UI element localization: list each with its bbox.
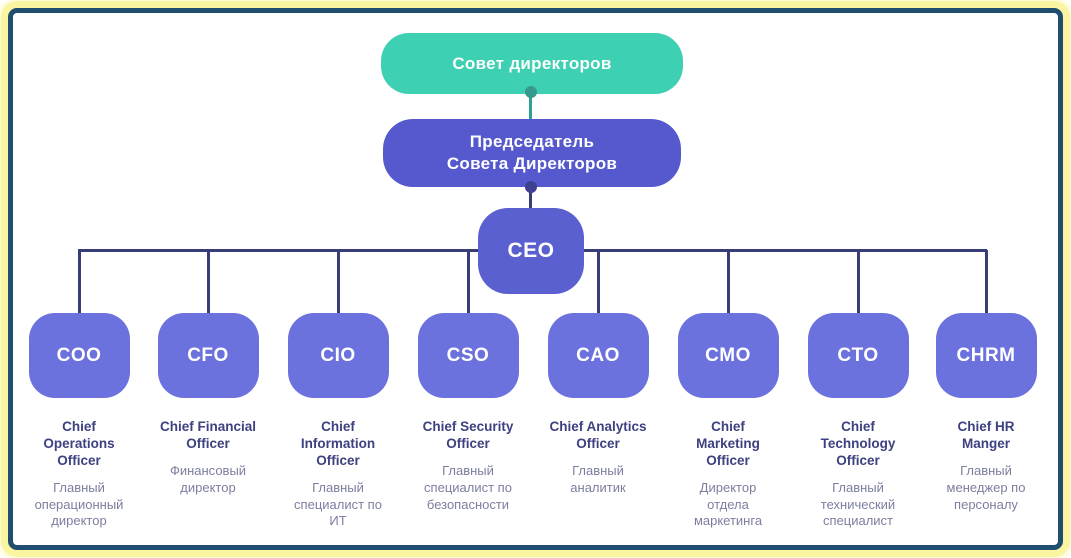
- node-chrm: CHRM Chief HR Manger Главный менеджер по…: [924, 313, 1048, 513]
- connector-drop-cso: [467, 250, 470, 314]
- node-chairman: Председатель Совета Директоров: [383, 119, 681, 187]
- cio-subtitle: Главный специалист по ИТ: [294, 479, 382, 529]
- connector-board-chair: [529, 92, 532, 120]
- cao-subtitle: Главный аналитик: [570, 462, 626, 495]
- cfo-box: CFO: [157, 313, 259, 398]
- coo-box: COO: [28, 313, 130, 398]
- cto-box: CTO: [807, 313, 909, 398]
- cao-title: Chief Analytics Officer: [549, 419, 647, 451]
- connector-chair-ceo: [529, 186, 532, 209]
- cso-title: Chief Security Officer: [422, 419, 514, 451]
- connector-drop-cfo: [207, 250, 210, 314]
- connector-dot-chair: [525, 181, 537, 193]
- cto-subtitle: Главный технический специалист: [820, 479, 896, 529]
- cmo-box: CMO: [677, 313, 779, 398]
- node-cto: CTO Chief Technology Officer Главный тех…: [796, 313, 920, 530]
- connector-drop-cio: [337, 250, 340, 314]
- node-cso: CSO Chief Security Officer Главный специ…: [406, 313, 530, 513]
- connector-drop-cmo: [727, 250, 730, 314]
- node-cio: CIO Chief Information Officer Главный сп…: [276, 313, 400, 530]
- cmo-subtitle: Директор отдела маркетинга: [693, 479, 763, 529]
- cio-box: CIO: [287, 313, 389, 398]
- node-coo: COO Chief Operations Officer Главный опе…: [17, 313, 141, 530]
- node-board-of-directors: Совет директоров: [381, 33, 683, 94]
- chrm-box: CHRM: [935, 313, 1037, 398]
- coo-subtitle: Главный операционный директор: [34, 479, 124, 529]
- connector-drop-cto: [857, 250, 860, 314]
- coo-title: Chief Operations Officer: [43, 419, 115, 468]
- connector-drop-chrm: [985, 250, 988, 314]
- connector-drop-cao: [597, 250, 600, 314]
- node-cmo: CMO Chief Marketing Officer Директор отд…: [666, 313, 790, 530]
- cfo-title: Chief Financial Officer: [159, 419, 257, 451]
- cso-box: CSO: [417, 313, 519, 398]
- cio-title: Chief Information Officer: [300, 419, 376, 468]
- node-ceo: CEO: [478, 208, 584, 294]
- cao-box: CAO: [547, 313, 649, 398]
- chrm-subtitle: Главный менеджер по персоналу: [946, 462, 1026, 512]
- cto-title: Chief Technology Officer: [820, 419, 896, 468]
- connector-drop-coo: [78, 250, 81, 314]
- node-cao: CAO Chief Analytics Officer Главный анал…: [536, 313, 660, 497]
- chrm-title: Chief HR Manger: [957, 419, 1015, 451]
- cso-subtitle: Главный специалист по безопасности: [424, 462, 512, 512]
- connector-dot-board: [525, 86, 537, 98]
- cfo-subtitle: Финансовый директор: [169, 462, 247, 495]
- cmo-title: Chief Marketing Officer: [696, 419, 760, 468]
- node-cfo: CFO Chief Financial Officer Финансовый д…: [146, 313, 270, 497]
